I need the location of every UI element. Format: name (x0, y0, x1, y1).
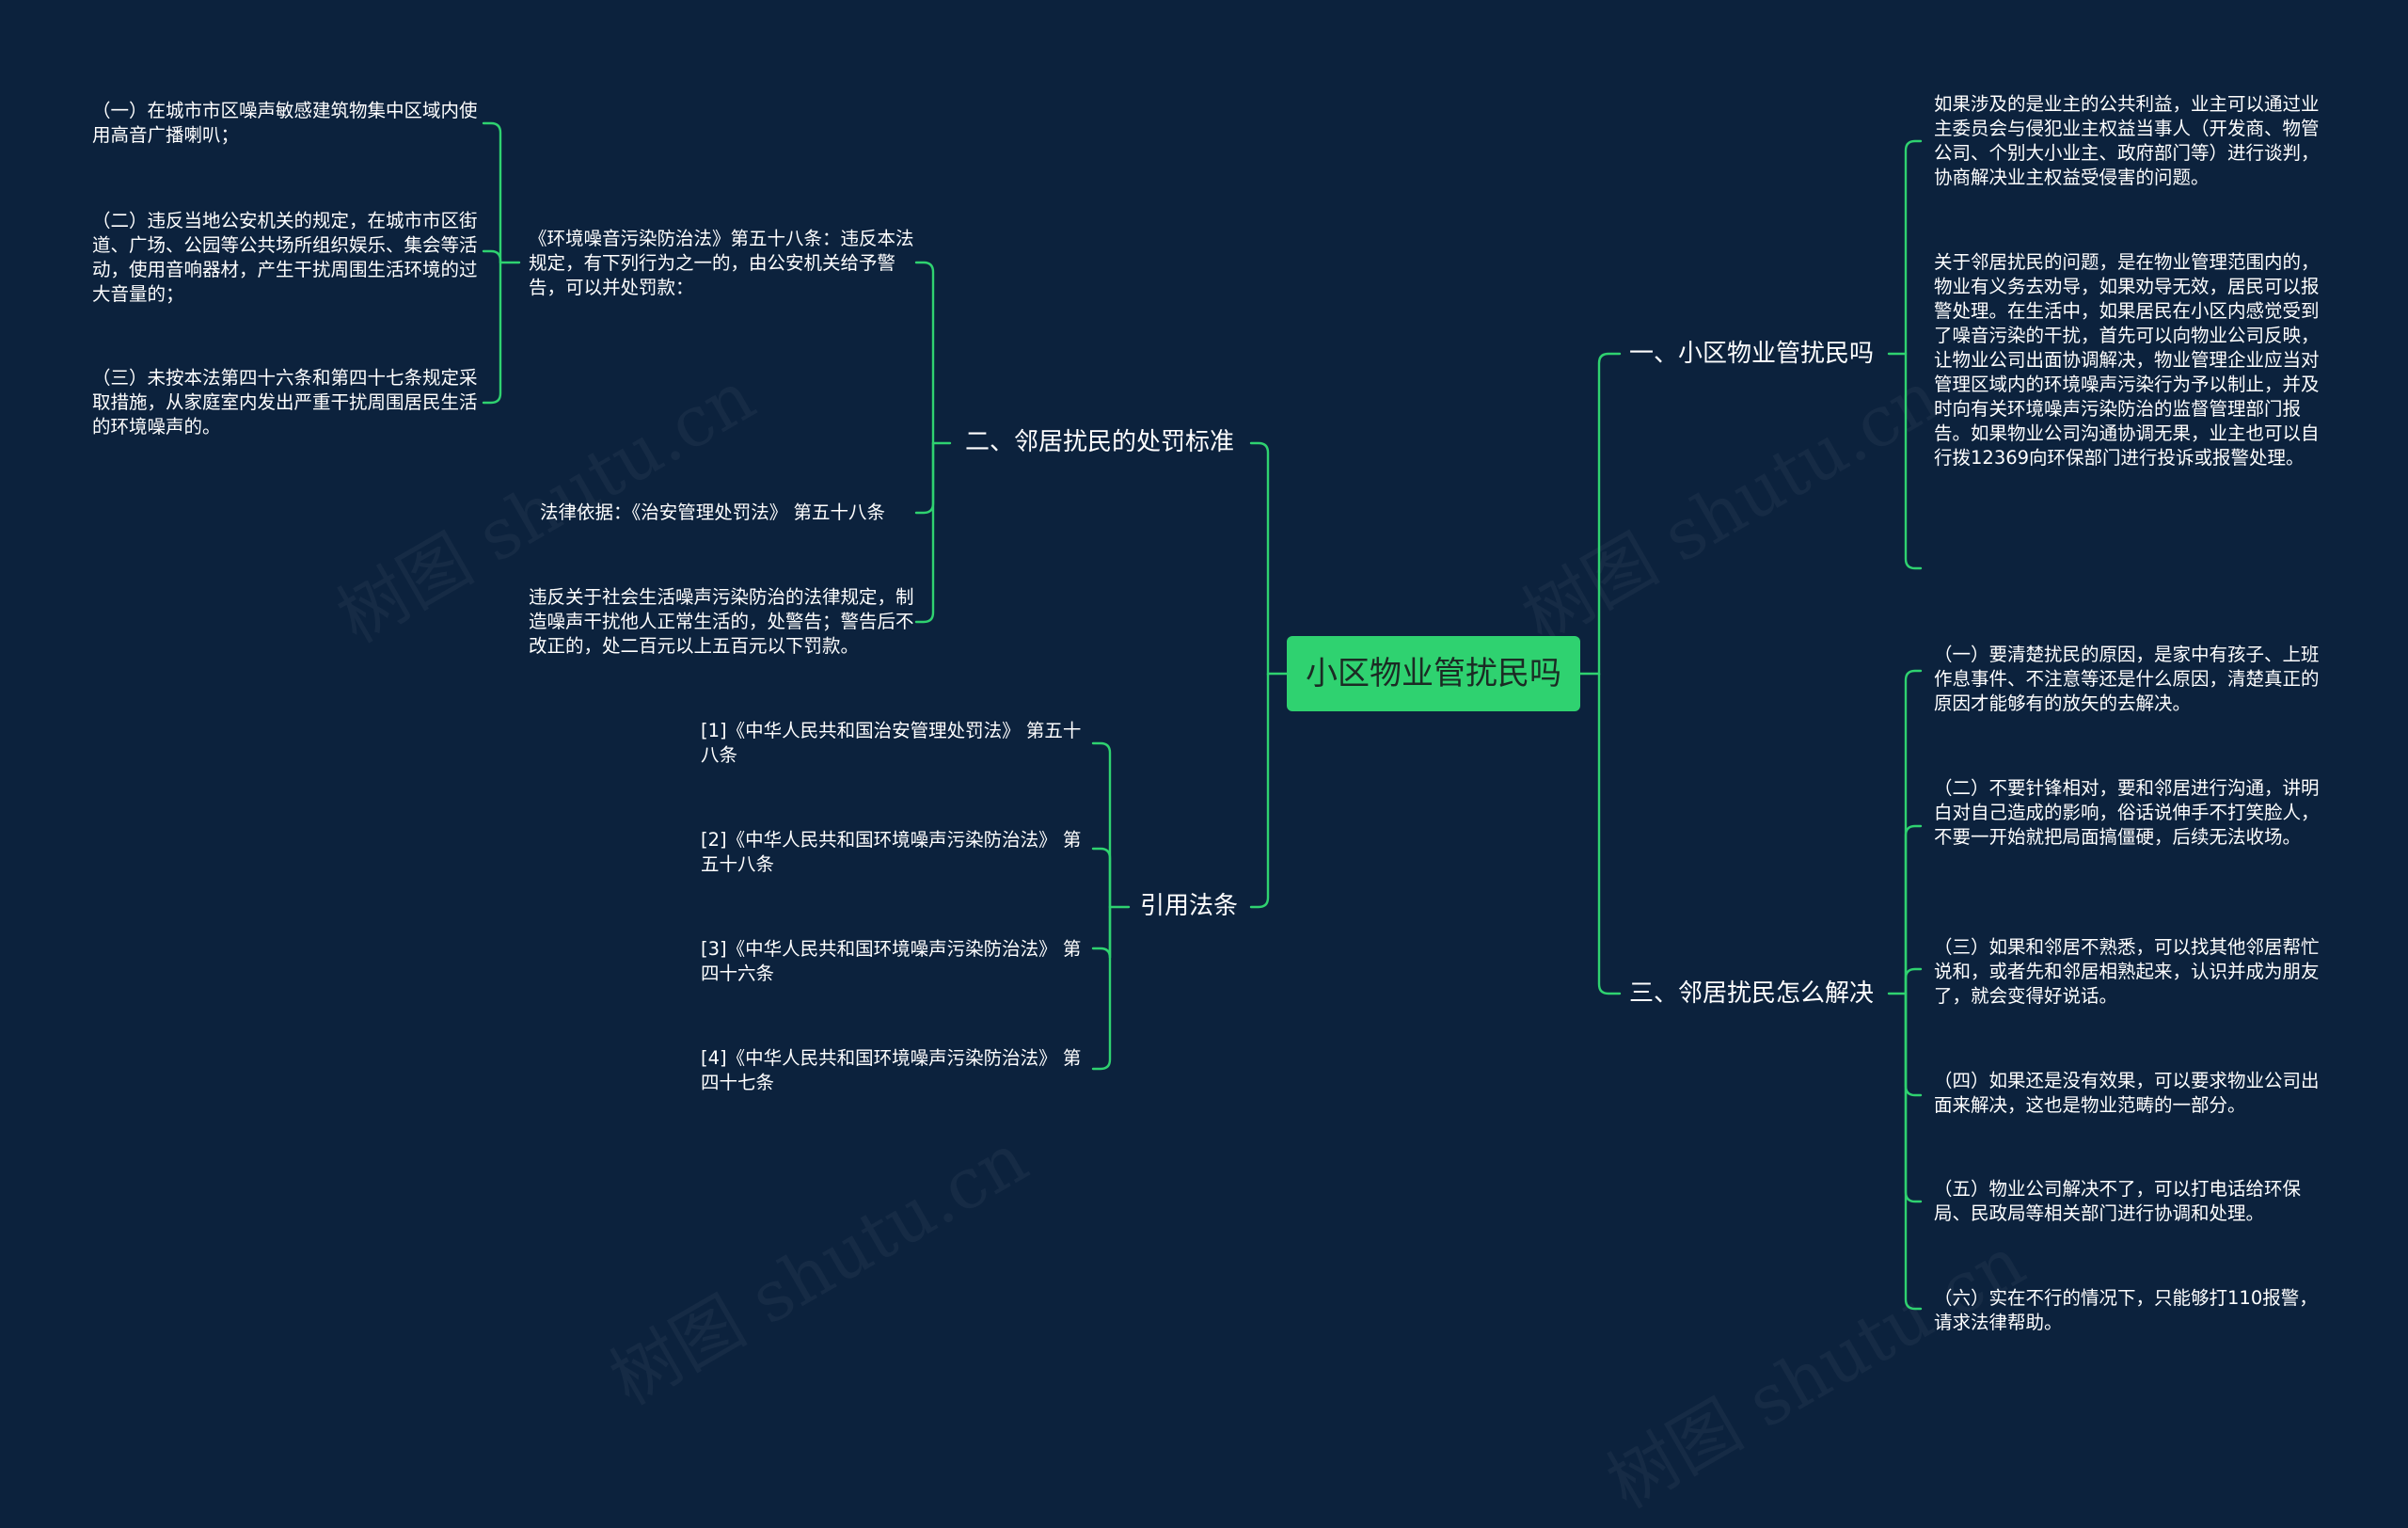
leaf-resolve-2[interactable]: （二）不要针锋相对，要和邻居进行沟通，讲明白对自己造成的影响，俗话说伸手不打笑脸… (1934, 777, 2320, 848)
leaf-article-item-3[interactable]: （三）未按本法第四十六条和第四十七条规定采取措施，从家庭室内发出严重干扰周围居民… (92, 367, 478, 438)
leaf-article-item-1[interactable]: （一）在城市市区噪声敏感建筑物集中区域内使用高音广播喇叭； (92, 100, 478, 146)
leaf-citation-4[interactable]: [4]《中华人民共和国环境噪声污染防治法》 第四十七条 (701, 1047, 1082, 1093)
leaf-citation-1[interactable]: [1]《中华人民共和国治安管理处罚法》 第五十八条 (701, 720, 1082, 766)
root-topic[interactable]: 小区物业管扰民吗 (1287, 636, 1580, 711)
leaf-resolve-4[interactable]: （四）如果还是没有效果，可以要求物业公司出面来解决，这也是物业范畴的一部分。 (1934, 1070, 2320, 1116)
leaf-violation-penalty[interactable]: 违反关于社会生活噪声污染防治的法律规定，制造噪声干扰他人正常生活的，处警告；警告… (529, 586, 914, 657)
leaf-property-duty[interactable]: 关于邻居扰民的问题，是在物业管理范围内的，物业有义务去劝导，如果劝导无效，居民可… (1934, 251, 2320, 469)
leaf-noise-law-article[interactable]: 《环境噪音污染防治法》第五十八条：违反本法规定，有下列行为之一的，由公安机关给予… (529, 228, 914, 298)
leaf-resolve-1[interactable]: （一）要清楚扰民的原因，是家中有孩子、上班作息事件、不注意等还是什么原因，清楚真… (1934, 644, 2320, 714)
branch-how-to-resolve[interactable]: 三、邻居扰民怎么解决 (1629, 979, 1875, 1008)
leaf-citation-2[interactable]: [2]《中华人民共和国环境噪声污染防治法》 第五十八条 (701, 829, 1082, 875)
connector-lines (482, 121, 1923, 1311)
branch-citations[interactable]: 引用法条 (1140, 892, 1239, 920)
leaf-resolve-3[interactable]: （三）如果和邻居不熟悉，可以找其他邻居帮忙说和，或者先和邻居相熟起来，认识并成为… (1934, 936, 2320, 1007)
leaf-resolve-5[interactable]: （五）物业公司解决不了，可以打电话给环保局、民政局等相关部门进行协调和处理。 (1934, 1178, 2302, 1224)
leaf-citation-3[interactable]: [3]《中华人民共和国环境噪声污染防治法》 第四十六条 (701, 938, 1082, 984)
leaf-article-item-2[interactable]: （二）违反当地公安机关的规定，在城市市区街道、广场、公园等公共场所组织娱乐、集会… (92, 210, 478, 305)
leaf-legal-basis[interactable]: 法律依据：《治安管理处罚法》 第五十八条 (540, 501, 885, 523)
leaf-owner-committee[interactable]: 如果涉及的是业主的公共利益，业主可以通过业主委员会与侵犯业主权益当事人（开发商、… (1934, 93, 2320, 188)
leaf-resolve-6[interactable]: （六）实在不行的情况下，只能够打110报警，请求法律帮助。 (1934, 1287, 2318, 1333)
branch-penalty-standard[interactable]: 二、邻居扰民的处罚标准 (965, 428, 1235, 456)
branch-property-disturbance[interactable]: 一、小区物业管扰民吗 (1629, 340, 1875, 368)
mind-map-canvas: 树图 shutu.cn 树图 shutu.cn 树图 shutu.cn 树图 s… (92, 93, 2320, 1524)
